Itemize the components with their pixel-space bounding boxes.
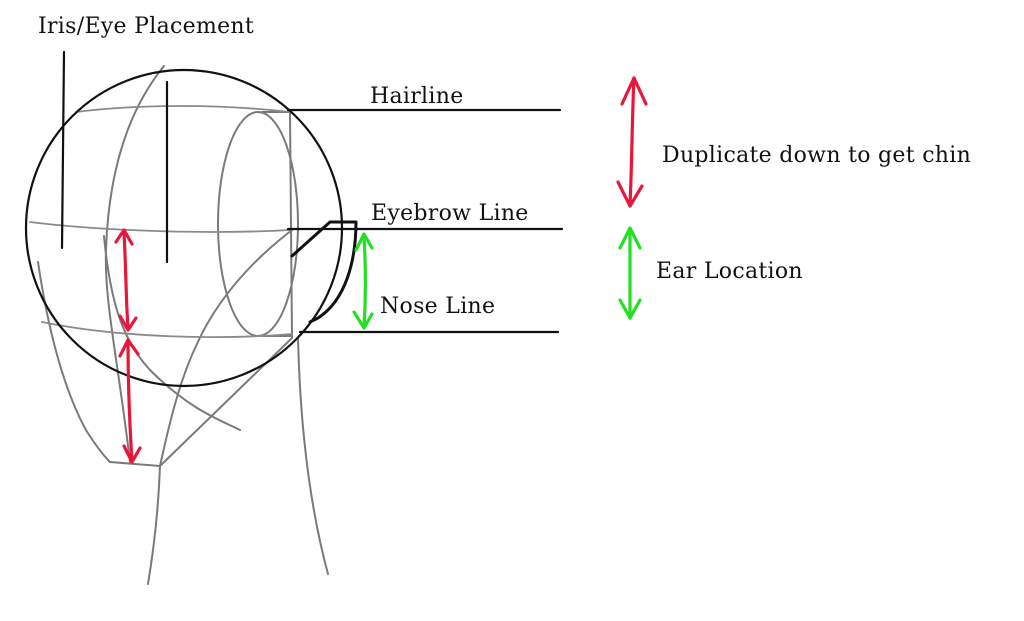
nose-curve	[41, 321, 293, 338]
eyebrow-line-label: Eyebrow Line	[371, 201, 529, 226]
iris-eye-placement-label: Iris/Eye Placement	[38, 14, 255, 39]
ear-height-arrow	[352, 232, 374, 330]
red-legend-arrow	[616, 76, 648, 208]
eyebrow-to-nose-arrow	[114, 228, 138, 332]
cheek-line	[159, 229, 293, 467]
ear-location-label: Ear Location	[656, 259, 803, 284]
neck-left-line	[147, 465, 161, 585]
side-plane-ellipse	[217, 111, 299, 337]
nose-to-chin-arrow	[118, 338, 142, 464]
hairline-curve	[75, 105, 291, 113]
neck-right-line	[297, 337, 329, 575]
green-legend-arrow	[618, 226, 642, 320]
hairline-label: Hairline	[370, 84, 464, 109]
duplicate-chin-label: Duplicate down to get chin	[662, 143, 972, 168]
center-line	[104, 65, 165, 463]
eyebrow-curve	[29, 221, 291, 233]
ear-shape	[290, 220, 358, 324]
side-plane-vertical	[289, 111, 293, 339]
jaw-right-line	[159, 337, 293, 467]
face-plane-line	[103, 235, 241, 431]
iris-guide-left	[60, 50, 66, 250]
jaw-left-line	[37, 261, 111, 463]
chin-line	[109, 461, 161, 467]
nose-line-label: Nose Line	[380, 294, 496, 319]
